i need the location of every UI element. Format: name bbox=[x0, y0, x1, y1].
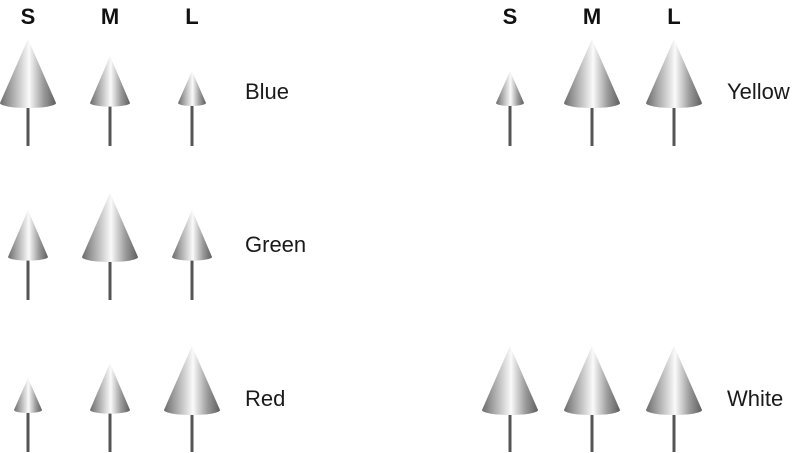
label-white: White bbox=[727, 386, 783, 411]
stem bbox=[190, 408, 194, 452]
cone-yellow-s bbox=[496, 71, 524, 146]
cone-body bbox=[8, 210, 48, 261]
cone-white-l bbox=[646, 346, 702, 452]
cone-red-l bbox=[164, 346, 220, 452]
stem bbox=[26, 101, 30, 146]
cone-body bbox=[164, 346, 220, 416]
cone-body bbox=[564, 39, 620, 109]
cone-body bbox=[90, 363, 130, 414]
cone-body bbox=[564, 346, 620, 416]
cone-blue-l bbox=[178, 71, 206, 146]
cone-body bbox=[14, 378, 42, 413]
stem bbox=[26, 408, 30, 452]
cone-green-m bbox=[82, 193, 138, 300]
header-right-l: L bbox=[667, 4, 680, 29]
cone-blue-m bbox=[90, 56, 130, 146]
cone-red-s bbox=[14, 378, 42, 452]
stem bbox=[190, 101, 194, 146]
cone-yellow-m bbox=[564, 39, 620, 146]
stem bbox=[108, 408, 112, 452]
header-left-m: M bbox=[101, 4, 119, 29]
label-yellow: Yellow bbox=[727, 79, 790, 104]
label-blue: Blue bbox=[245, 79, 289, 104]
cone-body bbox=[0, 39, 56, 109]
cone-body bbox=[646, 346, 702, 416]
cone-body bbox=[172, 210, 212, 261]
cones-layer bbox=[0, 39, 702, 452]
cone-green-s bbox=[8, 210, 48, 300]
cone-body bbox=[90, 56, 130, 107]
stem bbox=[26, 255, 30, 300]
stem bbox=[672, 101, 676, 146]
stem bbox=[590, 408, 594, 452]
header-right-m: M bbox=[583, 4, 601, 29]
cone-blue-s bbox=[0, 39, 56, 146]
cone-body bbox=[178, 71, 206, 106]
cone-white-s bbox=[482, 346, 538, 452]
label-green: Green bbox=[245, 232, 306, 257]
cone-body bbox=[496, 71, 524, 106]
stem bbox=[190, 255, 194, 300]
label-red: Red bbox=[245, 386, 285, 411]
stem bbox=[108, 101, 112, 146]
cone-white-m bbox=[564, 346, 620, 452]
stem bbox=[508, 408, 512, 452]
stem bbox=[672, 408, 676, 452]
stem bbox=[508, 101, 512, 146]
cone-body bbox=[482, 346, 538, 416]
header-left-s: S bbox=[21, 4, 36, 29]
header-left-l: L bbox=[185, 4, 198, 29]
header-right-s: S bbox=[503, 4, 518, 29]
stem bbox=[108, 255, 112, 300]
stem bbox=[590, 101, 594, 146]
cone-green-l bbox=[172, 210, 212, 300]
cone-body bbox=[646, 39, 702, 109]
cone-body bbox=[82, 193, 138, 263]
cone-yellow-l bbox=[646, 39, 702, 146]
cone-red-m bbox=[90, 363, 130, 452]
